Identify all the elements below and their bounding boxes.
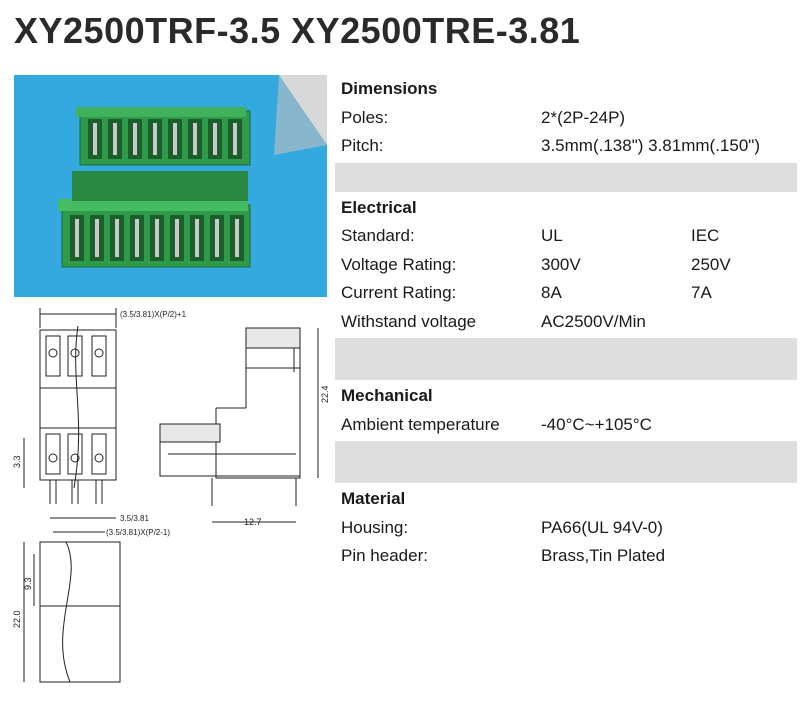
connector-pin: [193, 123, 197, 155]
spec-row: Current Rating: 8A 7A: [335, 279, 797, 308]
spec-row: Ambient temperature -40°C~+105°C: [335, 411, 797, 440]
width-dimension-label: 12.7: [244, 517, 262, 527]
spec-label: Pitch:: [341, 136, 384, 156]
spec-row: Voltage Rating: 300V 250V: [335, 251, 797, 280]
dim-9-3-label: 9.3: [23, 577, 33, 590]
separator-band: [335, 338, 797, 380]
spec-value: UL: [541, 226, 563, 246]
spec-label: Voltage Rating:: [341, 254, 457, 274]
connector-pin: [233, 123, 237, 155]
height-dimension-label: 22.4: [320, 385, 330, 403]
spec-label: Ambient temperature: [341, 414, 500, 434]
spec-label: Current Rating:: [341, 283, 457, 303]
connector-pin: [195, 219, 199, 257]
connector-pin: [235, 219, 239, 257]
product-photo: [14, 75, 327, 297]
spec-value: 3.5mm(.138") 3.81mm(.150"): [541, 136, 760, 156]
top-formula-label: (3.5/3.81)X(P/2)+1: [120, 310, 187, 319]
separator-band: [335, 162, 797, 192]
spec-value: -40°C~+105°C: [541, 414, 652, 434]
spec-row: Pitch: 3.5mm(.138") 3.81mm(.150"): [335, 132, 797, 161]
spec-table: Dimensions Poles: 2*(2P-24P) Pitch: 3.5m…: [335, 75, 797, 571]
connector-pin: [93, 123, 97, 155]
bottom-formula-label: (3.5/3.81)X(P/2-1): [106, 528, 170, 537]
connector-pin: [133, 123, 137, 155]
connector-pin: [135, 219, 139, 257]
section-heading-mechanical: Mechanical: [341, 386, 433, 406]
connector-pin: [153, 123, 157, 155]
connector-pin: [75, 219, 79, 257]
section-heading-dimensions: Dimensions: [341, 79, 438, 99]
spec-row: Housing: PA66(UL 94V-0): [335, 514, 797, 543]
section-heading-material: Material: [341, 489, 406, 509]
spec-label: Pin header:: [341, 546, 428, 566]
spec-value: 2*(2P-24P): [541, 107, 626, 127]
section-heading-electrical: Electrical: [341, 197, 417, 217]
spec-value: AC2500V/Min: [541, 311, 646, 331]
separator-band: [335, 441, 797, 483]
spec-label: Standard:: [341, 226, 415, 246]
connector-pin: [175, 219, 179, 257]
spec-value: 300V: [541, 254, 581, 274]
spec-label: Housing:: [341, 517, 409, 537]
spec-value: IEC: [691, 226, 720, 246]
spec-label: Withstand voltage: [341, 311, 477, 331]
connector-pin: [113, 123, 117, 155]
connector-pin: [95, 219, 99, 257]
spec-value: 250V: [691, 254, 731, 274]
spec-label: Poles:: [341, 107, 389, 127]
spec-value: 7A: [691, 283, 712, 303]
spec-value: 8A: [541, 283, 562, 303]
technical-drawing: (3.5/3.81)X(P/2)+1 3.5/3.81 (3.5/3.81)X(…: [12, 308, 330, 683]
connector-pin: [155, 219, 159, 257]
spec-row: Withstand voltage AC2500V/Min: [335, 308, 797, 337]
spec-row: Standard: UL IEC: [335, 222, 797, 251]
connector-pin: [213, 123, 217, 155]
pitch-label: 3.5/3.81: [120, 514, 149, 523]
connector-pin: [215, 219, 219, 257]
spec-value: Brass,Tin Plated: [541, 546, 666, 566]
dim-22-0-label: 22.0: [12, 610, 22, 628]
spec-value: PA66(UL 94V-0): [541, 517, 663, 537]
spec-row: Poles: 2*(2P-24P): [335, 104, 797, 133]
connector-pin: [173, 123, 177, 155]
spec-row: Pin header: Brass,Tin Plated: [335, 542, 797, 571]
connector-pin: [115, 219, 119, 257]
page-title: XY2500TRF-3.5 XY2500TRE-3.81: [14, 10, 581, 51]
dim-3-3-label: 3.3: [12, 455, 22, 468]
